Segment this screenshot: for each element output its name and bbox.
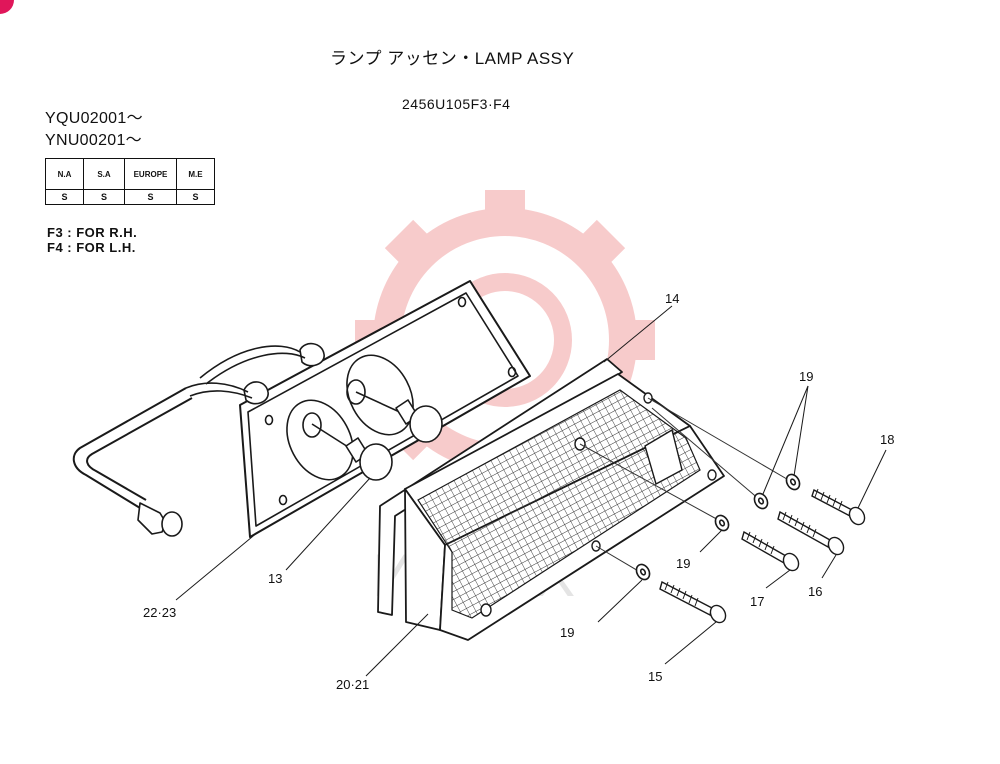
region-header-me: M.E (176, 158, 215, 190)
corner-marker (0, 0, 14, 14)
washers (635, 473, 801, 581)
bulb-socket-lower (286, 399, 354, 481)
mount-hole (264, 414, 274, 426)
harness-wire (199, 345, 301, 379)
region-header-sa: S.A (83, 158, 125, 190)
washer-hole (639, 568, 647, 576)
axis-line (651, 407, 761, 501)
washer-hole (718, 519, 726, 527)
assembly-part-number: 2456U105F3·F4 (402, 96, 511, 112)
callout-19-mid: 19 (676, 556, 690, 571)
screw-15-head (709, 604, 727, 624)
screw-17-head (782, 552, 800, 572)
leader-15 (664, 621, 717, 665)
bulb-socket-upper (346, 354, 414, 436)
callout-22-23: 22·23 (143, 605, 176, 620)
washer-hole (757, 497, 765, 505)
harness-wire (205, 352, 306, 385)
callout-13: 13 (268, 571, 282, 586)
callout-18: 18 (880, 432, 894, 447)
screw-16-shank (777, 510, 831, 549)
washer-hole (789, 478, 797, 486)
bulb-axis-line (355, 391, 405, 415)
leader-lines (175, 305, 887, 677)
harness-connector (137, 502, 167, 535)
base-plate-gasket (247, 292, 519, 527)
socket-hole (302, 412, 322, 438)
rear-socket (299, 342, 325, 367)
screw-18-shank (811, 488, 853, 518)
leader-19-top-b (762, 385, 809, 495)
screw-15-shank (659, 580, 713, 617)
bulb-13 (359, 443, 393, 481)
region-value-na: S (45, 189, 84, 205)
serial-range-2: YNU00201～ (45, 132, 142, 149)
socket-hole (346, 379, 366, 405)
serial-range-1: YQU02001～ (45, 110, 143, 127)
callout-20-21: 20·21 (336, 677, 369, 692)
bulb-upper (409, 405, 443, 443)
leader-18 (857, 449, 887, 509)
harness-wire (185, 382, 249, 393)
base-plate (239, 280, 531, 538)
harness-cable (72, 387, 187, 509)
screw-axis-lines (579, 397, 793, 573)
region-header-europe: EUROPE (124, 158, 177, 190)
region-value-sa: S (83, 189, 125, 205)
screw-16-head (827, 536, 845, 556)
leader-19-low (597, 579, 643, 623)
axis-line (595, 545, 641, 573)
harness-cable (86, 397, 193, 501)
screw-threads (664, 488, 843, 607)
harness-connector-plug (161, 511, 183, 537)
leader-19-top-a (793, 385, 809, 477)
leader-16 (821, 554, 837, 579)
axis-line (647, 397, 793, 483)
region-value-row: S S S S (45, 189, 215, 205)
rear-socket (243, 381, 269, 405)
region-header-row: N.A S.A EUROPE M.E (45, 158, 215, 190)
leader-14 (603, 305, 673, 363)
callout-17: 17 (750, 594, 764, 609)
mount-hole (507, 366, 517, 378)
lens-grid-pattern (417, 389, 701, 619)
reflector-window (644, 428, 683, 486)
diagram-title: ランプ アッセン・LAMP ASSY (330, 49, 575, 68)
callout-19-top: 19 (799, 369, 813, 384)
leader-19-mid (699, 529, 723, 553)
variant-f4-note: F4 : FOR L.H. (47, 240, 136, 255)
axis-line (579, 443, 723, 523)
region-availability-table: N.A S.A EUROPE M.E S S S S (45, 158, 215, 205)
variant-f3-note: F3 : FOR R.H. (47, 225, 138, 240)
callout-16: 16 (808, 584, 822, 599)
callout-19-low: 19 (560, 625, 574, 640)
screw-18-head (848, 506, 866, 526)
leader-22-23 (175, 531, 259, 601)
lens-hole (707, 469, 717, 481)
leader-17 (765, 569, 791, 589)
region-value-europe: S (124, 189, 177, 205)
region-header-na: N.A (45, 158, 84, 190)
mount-hole (278, 494, 288, 506)
callout-14: 14 (665, 291, 679, 306)
lamp-base-assembly (72, 280, 531, 538)
harness-wire (189, 390, 253, 399)
callout-15: 15 (648, 669, 662, 684)
lens-hole (480, 603, 492, 617)
leader-20-21 (365, 613, 429, 677)
leader-13 (285, 477, 371, 571)
mount-hole (457, 296, 467, 308)
lens-holes (480, 392, 717, 617)
region-value-me: S (176, 189, 215, 205)
